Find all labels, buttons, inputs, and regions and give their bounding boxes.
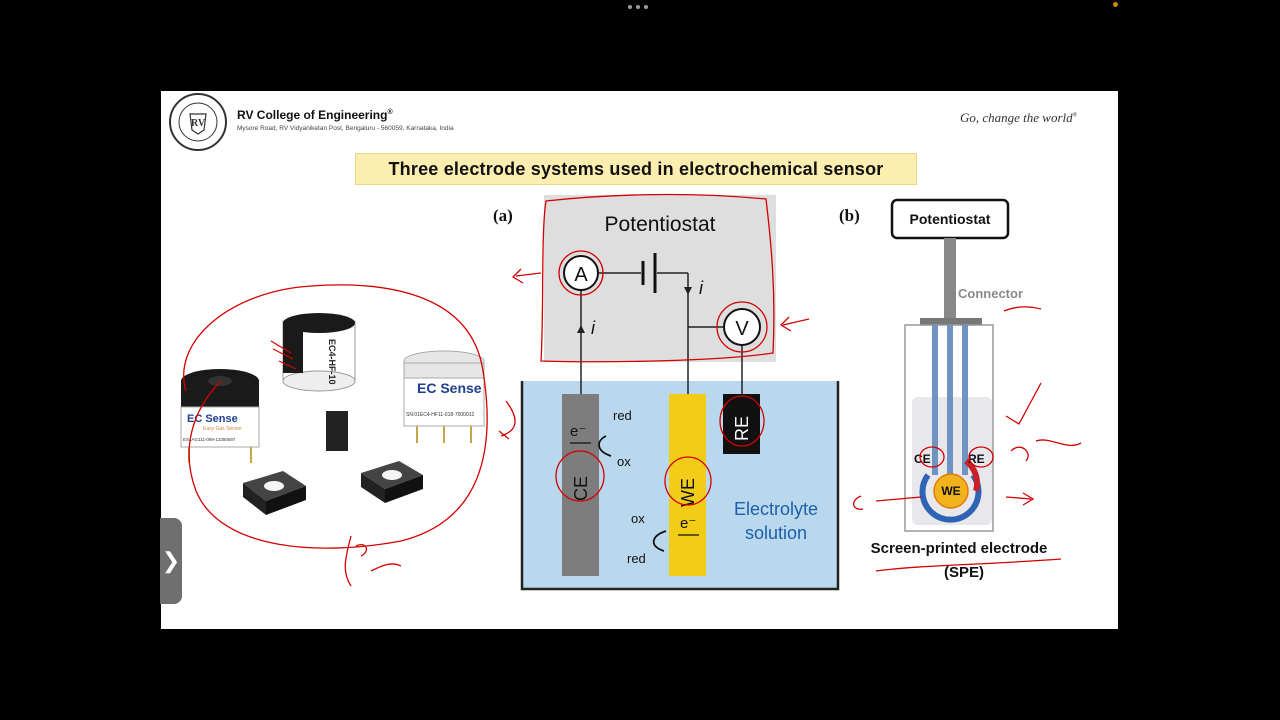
ox-label-we: ox — [631, 511, 645, 526]
electron-we: e⁻ — [680, 515, 696, 532]
sensor-module-right — [361, 461, 423, 503]
we-electrode — [669, 394, 706, 576]
re-label: RE — [732, 416, 752, 441]
ce-electrode — [562, 394, 599, 576]
recording-indicator — [1113, 2, 1118, 7]
ce-label: CE — [571, 476, 591, 501]
electron-ce: e⁻ — [570, 423, 586, 440]
electrolyte-label-1: Electrolyte — [734, 499, 818, 519]
sensor-module-left — [243, 471, 306, 515]
electrode-diagrams: Potentiostat Electrolyte solution A V i … — [498, 193, 1082, 591]
electrolyte-label-2: solution — [745, 523, 807, 543]
college-name: RV College of Engineering® — [237, 108, 393, 122]
annotation-pins — [270, 340, 297, 370]
svg-text:Easy Gas Sensor: Easy Gas Sensor — [203, 426, 242, 432]
college-logo: RV — [169, 93, 227, 151]
slide-title: Three electrode systems used in electroc… — [355, 153, 917, 185]
tagline: Go, change the world® — [960, 110, 1078, 125]
college-address: Mysore Road, RV Vidyaniketan Post, Benga… — [237, 125, 454, 132]
ammeter-label: A — [574, 264, 588, 286]
svg-text:EC4-HF-10: EC4-HF-10 — [327, 339, 337, 385]
red-label-ce: red — [613, 408, 632, 423]
annotations-red — [498, 193, 1082, 572]
we-label: WE — [678, 478, 698, 507]
spe-caption-2: (SPE) — [944, 564, 984, 581]
next-slide-tab[interactable]: ❯ — [160, 518, 182, 604]
current-label-1: i — [591, 318, 596, 338]
sensor-top: EC4-HF-10 — [282, 313, 356, 392]
red-label-we: red — [627, 551, 646, 566]
sensor-right: EC Sense SN:01EC4-HF11-018-7000012 — [403, 350, 485, 443]
panel-b-label: (b) — [839, 206, 860, 225]
we-label-b: WE — [941, 484, 960, 498]
spe-caption-1: Screen-printed electrode — [871, 540, 1048, 557]
sensor-left: EC Sense Easy Gas Sensor ES4AG111-099-13… — [180, 369, 260, 463]
chevron-right-icon: ❯ — [161, 548, 181, 573]
svg-text:EC Sense: EC Sense — [187, 413, 238, 425]
svg-text:EC Sense: EC Sense — [417, 380, 482, 396]
window-menu-dots[interactable] — [628, 5, 648, 9]
potentiostat-label-a: Potentiostat — [605, 213, 716, 236]
annotation-scribble — [344, 535, 402, 587]
re-electrode — [723, 394, 760, 454]
voltmeter-label: V — [735, 318, 749, 340]
sensors-photo: EC4-HF-10 EC Sense Easy Gas Sensor ES4AG… — [180, 284, 488, 587]
svg-text:SN:01EC4-HF11-018-7000012: SN:01EC4-HF11-018-7000012 — [406, 412, 475, 418]
current-label-2: i — [699, 278, 704, 298]
ce-label-b: CE — [914, 452, 931, 466]
connector-label: Connector — [958, 286, 1023, 301]
panel-a-label: (a) — [493, 206, 513, 225]
sensor-small-black — [326, 411, 348, 451]
slide: RV RV College of Engineering® Mysore Roa… — [161, 91, 1118, 629]
re-label-b: RE — [968, 452, 985, 466]
svg-text:ES4AG111-099-13350597: ES4AG111-099-13350597 — [183, 437, 236, 442]
annotation-circle-sensors — [183, 284, 488, 549]
logo-text: RV — [191, 118, 206, 129]
ox-label-ce: ox — [617, 454, 631, 469]
potentiostat-label-b: Potentiostat — [910, 211, 991, 227]
